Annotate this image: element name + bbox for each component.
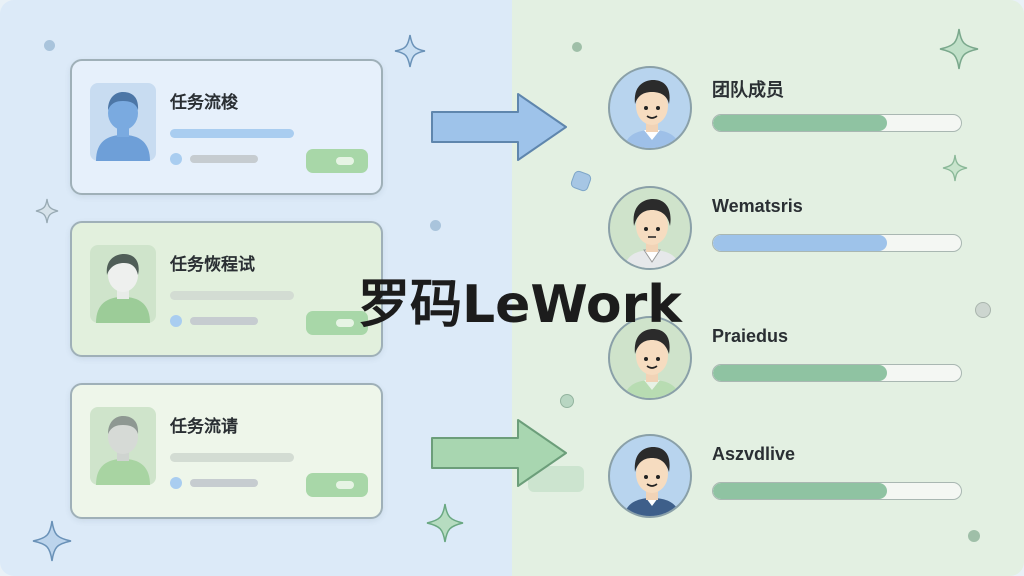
member-name: Aszvdlive bbox=[712, 444, 796, 464]
person-icon bbox=[624, 199, 680, 268]
avatar bbox=[608, 186, 692, 270]
decor-dot bbox=[975, 302, 991, 318]
sparkle-icon bbox=[939, 28, 979, 70]
placeholder-bar bbox=[170, 453, 294, 462]
arrow-right-icon bbox=[430, 418, 570, 488]
member-row[interactable]: Wematsris bbox=[608, 186, 968, 276]
progress-fill bbox=[713, 365, 887, 381]
watermark-text: 罗码LeWork bbox=[358, 275, 682, 335]
sparkle-icon bbox=[394, 34, 426, 68]
task-title: 任务恢程试 bbox=[170, 255, 255, 275]
progress-fill bbox=[713, 235, 887, 251]
decor-dot bbox=[44, 40, 55, 51]
member-name: 团队成员 bbox=[712, 80, 784, 100]
right-background bbox=[512, 0, 1024, 576]
placeholder-bar bbox=[190, 155, 258, 163]
avatar bbox=[608, 66, 692, 150]
toggle-button[interactable] bbox=[306, 149, 368, 173]
placeholder-bar bbox=[170, 291, 294, 300]
person-icon bbox=[96, 92, 150, 161]
status-dot bbox=[170, 153, 182, 165]
task-card[interactable]: 任务恢程试 bbox=[70, 221, 383, 357]
arrow-right-icon bbox=[430, 92, 570, 162]
avatar bbox=[608, 316, 692, 400]
member-row[interactable]: Aszvdlive bbox=[608, 434, 968, 524]
sparkle-icon bbox=[35, 198, 59, 224]
task-card[interactable]: 任务流梭 bbox=[70, 59, 383, 195]
toggle-button[interactable] bbox=[306, 473, 368, 497]
progress-fill bbox=[713, 115, 887, 131]
progress-bar bbox=[712, 364, 962, 382]
task-card[interactable]: 任务流请 bbox=[70, 383, 383, 519]
member-row[interactable]: Praiedus bbox=[608, 316, 968, 406]
person-icon bbox=[624, 329, 680, 398]
decor-dot bbox=[430, 220, 441, 231]
member-name: Wematsris bbox=[712, 196, 803, 216]
person-icon bbox=[96, 254, 150, 323]
decor-dot bbox=[968, 530, 980, 542]
member-row[interactable]: 团队成员 bbox=[608, 66, 968, 156]
sparkle-icon bbox=[32, 520, 72, 562]
placeholder-bar bbox=[170, 129, 294, 138]
progress-bar bbox=[712, 482, 962, 500]
person-icon bbox=[96, 416, 150, 485]
member-name: Praiedus bbox=[712, 326, 789, 346]
avatar bbox=[608, 434, 692, 518]
decor-dot bbox=[560, 394, 574, 408]
avatar bbox=[90, 83, 156, 161]
progress-bar bbox=[712, 114, 962, 132]
sparkle-icon bbox=[426, 503, 464, 543]
avatar bbox=[90, 407, 156, 485]
status-dot bbox=[170, 315, 182, 327]
person-icon bbox=[624, 80, 680, 148]
progress-bar bbox=[712, 234, 962, 252]
sparkle-icon bbox=[942, 154, 968, 182]
task-title: 任务流请 bbox=[170, 417, 238, 437]
placeholder-bar bbox=[190, 479, 258, 487]
status-dot bbox=[170, 477, 182, 489]
person-icon bbox=[624, 447, 680, 516]
decor-dot bbox=[572, 42, 582, 52]
placeholder-bar bbox=[190, 317, 258, 325]
toggle-button[interactable] bbox=[306, 311, 368, 335]
progress-fill bbox=[713, 483, 887, 499]
avatar bbox=[90, 245, 156, 323]
task-title: 任务流梭 bbox=[170, 93, 238, 113]
